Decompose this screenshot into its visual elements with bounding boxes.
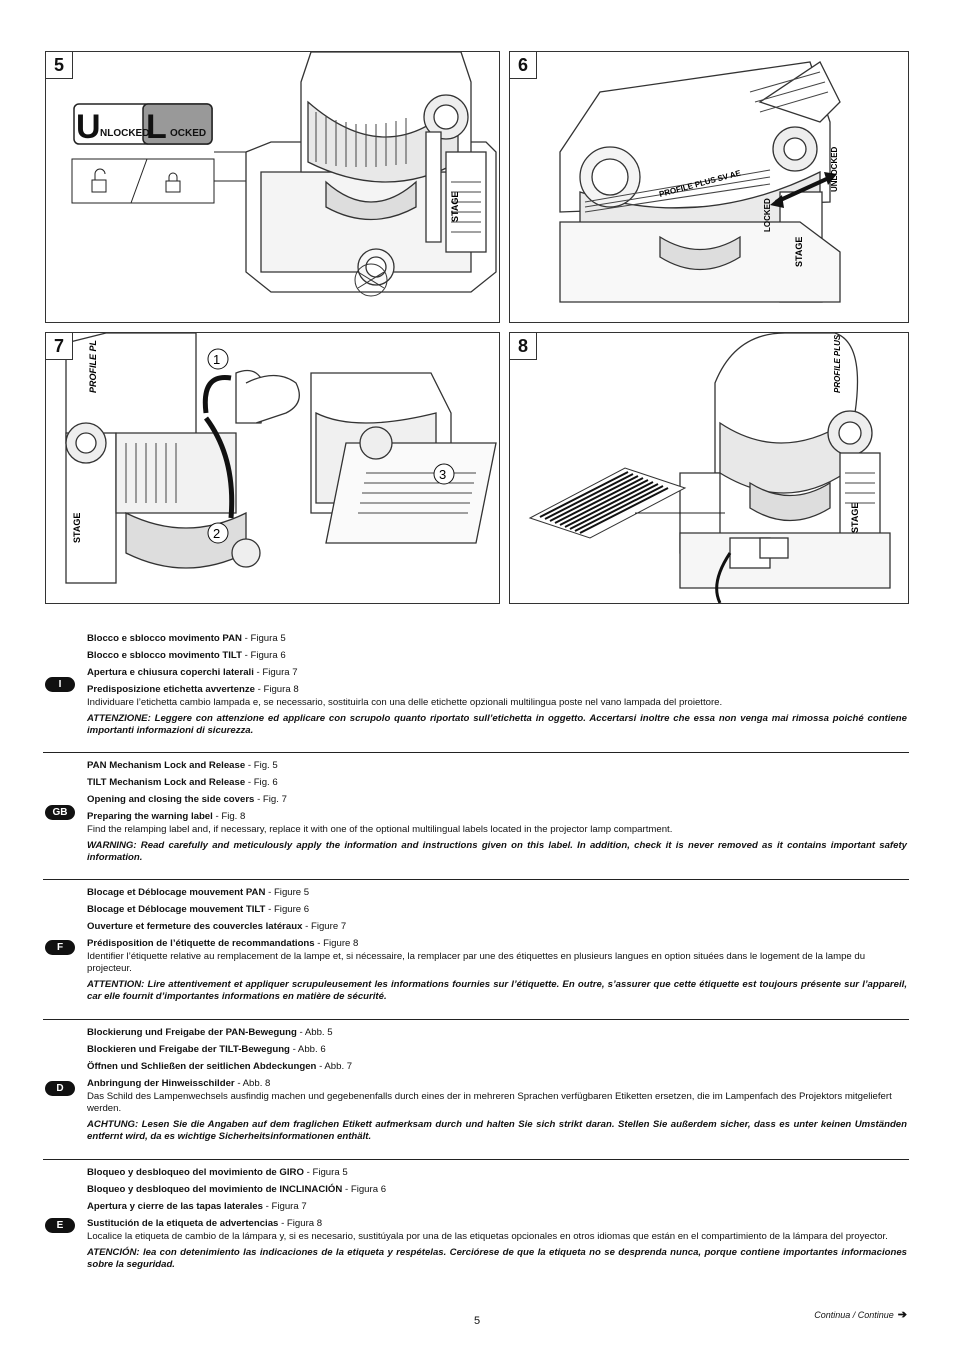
fan-grille-icon <box>354 263 388 297</box>
arrow-right-icon: ➔ <box>897 1309 907 1321</box>
page-number: 5 <box>473 1315 481 1327</box>
list-item: Predisposizione etichetta avvertenze - F… <box>87 684 299 695</box>
list-item: Blockierung und Freigabe der PAN-Bewegun… <box>87 1027 333 1038</box>
svg-text:3: 3 <box>439 467 446 482</box>
warning-text: ACHTUNG: Lesen Sie die Angaben auf dem f… <box>87 1119 907 1142</box>
section-divider <box>43 1019 909 1020</box>
list-item: Blocage et Déblocage mouvement TILT - Fi… <box>87 904 310 915</box>
section-italian: I Blocco e sblocco movimento PAN - Figur… <box>43 633 909 745</box>
arrow-right-icon <box>824 172 837 185</box>
continue-label: Continua / Continue <box>814 1310 894 1320</box>
section-text: PAN Mechanism Lock and Release - Fig. 5 … <box>87 760 907 864</box>
description: Individuare l’etichetta cambio lampada e… <box>87 697 723 708</box>
list-item: Ouverture et fermeture des couvercles la… <box>87 921 347 932</box>
locked-text: LOCKED <box>763 198 772 232</box>
closed-padlock-icon <box>165 172 181 193</box>
warning-text: ATENCIÓN: lea con detenimiento las indic… <box>87 1247 907 1270</box>
figure-number: 8 <box>510 333 537 360</box>
section-french: F Blocage et Déblocage mouvement PAN - F… <box>43 887 909 1012</box>
list-item: Öffnen und Schließen der seitlichen Abde… <box>87 1061 353 1072</box>
section-text: Blockierung und Freigabe der PAN-Bewegun… <box>87 1027 907 1143</box>
section-german: D Blockierung und Freigabe der PAN-Beweg… <box>43 1027 909 1152</box>
description: Identifier l’étiquette relative au rempl… <box>87 951 866 974</box>
list-item: Blocco e sblocco movimento PAN - Figura … <box>87 633 286 644</box>
list-item: Bloqueo y desbloqueo del movimiento de G… <box>87 1167 348 1178</box>
list-item: Preparing the warning label - Fig. 8 <box>87 811 246 822</box>
figure-7-illustration: PROFILE PL STAGE 1 2 3 <box>65 333 497 584</box>
unlocked-text: UNLOCKED <box>830 146 839 192</box>
list-item: Blockieren und Freigabe der TILT-Bewegun… <box>87 1044 326 1055</box>
language-badge: E <box>45 1218 75 1233</box>
description: Localice la etiqueta de cambio de la lám… <box>87 1231 888 1242</box>
unlocked-label-text: NLOCKED <box>100 128 149 139</box>
warning-text: WARNING: Read carefully and meticulously… <box>87 840 907 863</box>
figure-number: 5 <box>46 52 73 79</box>
figure-7: 7 PROFILE PL STAGE <box>45 332 500 604</box>
open-padlock-icon <box>91 168 107 193</box>
list-item: PAN Mechanism Lock and Release - Fig. 5 <box>87 760 278 771</box>
description: Find the relamping label and, if necessa… <box>87 824 673 835</box>
section-spanish: E Bloqueo y desbloqueo del movimiento de… <box>43 1167 909 1292</box>
locked-label-text: OCKED <box>170 128 206 139</box>
list-item: Apertura e chiusura coperchi laterali - … <box>87 667 298 678</box>
figure-number: 7 <box>46 333 73 360</box>
language-badge: GB <box>45 805 75 820</box>
profile-plus-text: PROFILE PLUS <box>833 334 842 393</box>
list-item: Blocage et Déblocage mouvement PAN - Fig… <box>87 887 310 898</box>
list-item: Bloqueo y desbloqueo del movimiento de I… <box>87 1184 387 1195</box>
svg-text:1: 1 <box>213 352 220 367</box>
figure-6: 6 PROFILE PLUS SV AE LOCKED UNLOCKED STA… <box>509 51 909 323</box>
section-english: GB PAN Mechanism Lock and Release - Fig.… <box>43 760 909 872</box>
unlocked-label-initial: U <box>76 108 101 146</box>
step-3-marker: 3 <box>433 463 455 485</box>
figure-5: 5 U NLOCKED L OCKED <box>45 51 500 323</box>
figure-5-illustration: U NLOCKED L OCKED <box>71 52 497 297</box>
section-divider <box>43 752 909 753</box>
language-badge: I <box>45 677 75 692</box>
figure-6-illustration: PROFILE PLUS SV AE LOCKED UNLOCKED STAGE <box>559 61 841 303</box>
description: Das Schild des Lampenwechsels ausfindig … <box>87 1091 892 1114</box>
list-item: Blocco e sblocco movimento TILT - Figura… <box>87 650 286 661</box>
figure-number: 6 <box>510 52 537 79</box>
language-badge: F <box>45 940 75 955</box>
list-item: Prédisposition de l’étiquette de recomma… <box>87 938 359 949</box>
step-2-marker: 2 <box>207 522 229 544</box>
figure-8: 8 P <box>509 332 909 604</box>
warning-label-icon <box>528 467 687 539</box>
list-item: TILT Mechanism Lock and Release - Fig. 6 <box>87 777 278 788</box>
stage-logo-text: STAGE <box>450 192 460 222</box>
arrow-left-icon <box>770 195 784 208</box>
continue-note: Continua / Continue➔ <box>814 1308 907 1321</box>
list-item: Anbringung der Hinweisschilder - Abb. 8 <box>87 1078 271 1089</box>
step-1-marker: 1 <box>207 348 229 370</box>
warning-text: ATTENZIONE: Leggere con attenzione ed ap… <box>87 713 907 736</box>
list-item: Apertura y cierre de las tapas laterales… <box>87 1201 307 1212</box>
stage-logo-text: STAGE <box>72 513 82 543</box>
stage-logo-text: STAGE <box>794 237 804 267</box>
section-text: Blocage et Déblocage mouvement PAN - Fig… <box>87 887 907 1003</box>
figure-8-illustration: PROFILE PLUS STAGE <box>528 333 891 603</box>
section-text: Blocco e sblocco movimento PAN - Figura … <box>87 633 907 737</box>
profile-plus-text: PROFILE PL <box>88 340 98 393</box>
svg-text:2: 2 <box>213 526 220 541</box>
warning-text: ATTENTION: Lire attentivement et appliqu… <box>87 979 907 1002</box>
section-divider <box>43 879 909 880</box>
locked-label-initial: L <box>146 108 167 146</box>
list-item: Sustitución de la etiqueta de advertenci… <box>87 1218 323 1229</box>
language-badge: D <box>45 1081 75 1096</box>
stage-logo-text: STAGE <box>850 503 860 533</box>
list-item: Opening and closing the side covers - Fi… <box>87 794 287 805</box>
section-text: Bloqueo y desbloqueo del movimiento de G… <box>87 1167 907 1271</box>
section-divider <box>43 1159 909 1160</box>
